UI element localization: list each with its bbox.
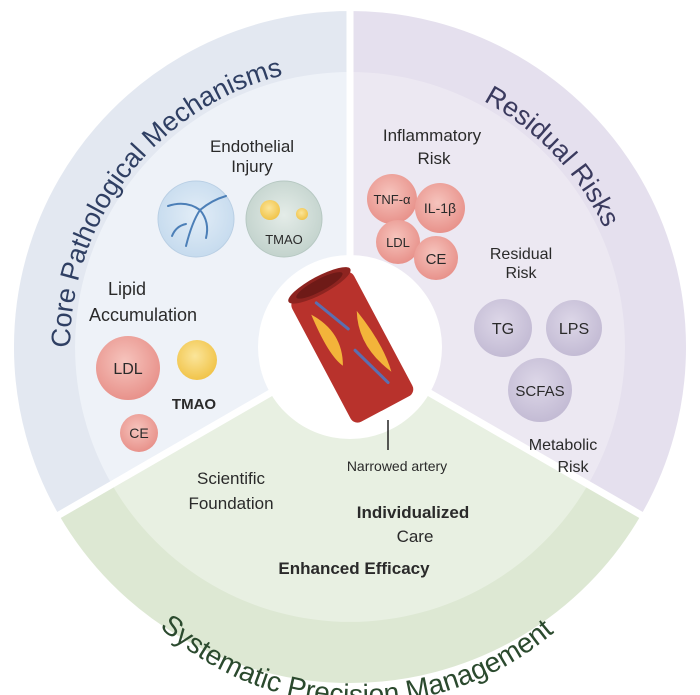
inflammatory-title-1: Inflammatory — [383, 126, 482, 145]
efficacy-label: Enhanced Efficacy — [278, 559, 430, 578]
individualized-line-1: Individualized — [357, 503, 469, 522]
sector-management — [111, 347, 589, 622]
il1b-label: IL-1β — [424, 200, 456, 216]
endothelial-title-1: Endothelial — [210, 137, 294, 156]
tg-bubble — [474, 299, 532, 357]
scientific-line-1: Scientific — [197, 469, 266, 488]
tmao-cell-icon — [245, 180, 323, 258]
metabolic-title-2: Risk — [557, 459, 589, 476]
endothelium-vessel-icon — [157, 180, 235, 258]
lipid-ce-label: CE — [129, 425, 148, 441]
ldl-bubble — [96, 336, 160, 400]
lipid-droplet-icon — [177, 340, 217, 380]
scfas-bubble — [508, 358, 572, 422]
metabolic-title-1: Metabolic — [529, 437, 597, 454]
narrowed-artery-icon — [288, 267, 414, 423]
tg-label: TG — [492, 321, 514, 338]
ce-bubble — [120, 414, 158, 452]
inflammatory-ce-bubble — [414, 236, 458, 280]
individualized-line-2: Care — [397, 527, 434, 546]
artery-label: Narrowed artery — [347, 458, 447, 474]
lipid-title-2: Accumulation — [89, 305, 197, 325]
lps-bubble — [546, 300, 602, 356]
scientific-line-2: Foundation — [188, 494, 273, 513]
inflammatory-ldl-bubble — [376, 220, 420, 264]
inflammatory-ce-label: CE — [426, 251, 447, 268]
residual-risk-title-2: Risk — [505, 265, 537, 282]
endothelial-tmao-label: TMAO — [265, 232, 303, 247]
tnf-bubble — [367, 174, 417, 224]
lps-label: LPS — [559, 321, 589, 338]
il1b-bubble — [415, 183, 465, 233]
endothelial-title-2: Injury — [231, 157, 273, 176]
lipid-ldl-label: LDL — [113, 361, 142, 378]
inflammatory-title-2: Risk — [417, 149, 451, 168]
tnf-label: TNF-α — [373, 192, 411, 207]
lipid-title-1: Lipid — [108, 279, 146, 299]
residual-risk-title-1: Residual — [490, 246, 552, 263]
scfas-label: SCFAS — [515, 383, 564, 400]
inflammatory-ldl-label: LDL — [386, 235, 410, 250]
lipid-tmao-label: TMAO — [172, 396, 216, 413]
